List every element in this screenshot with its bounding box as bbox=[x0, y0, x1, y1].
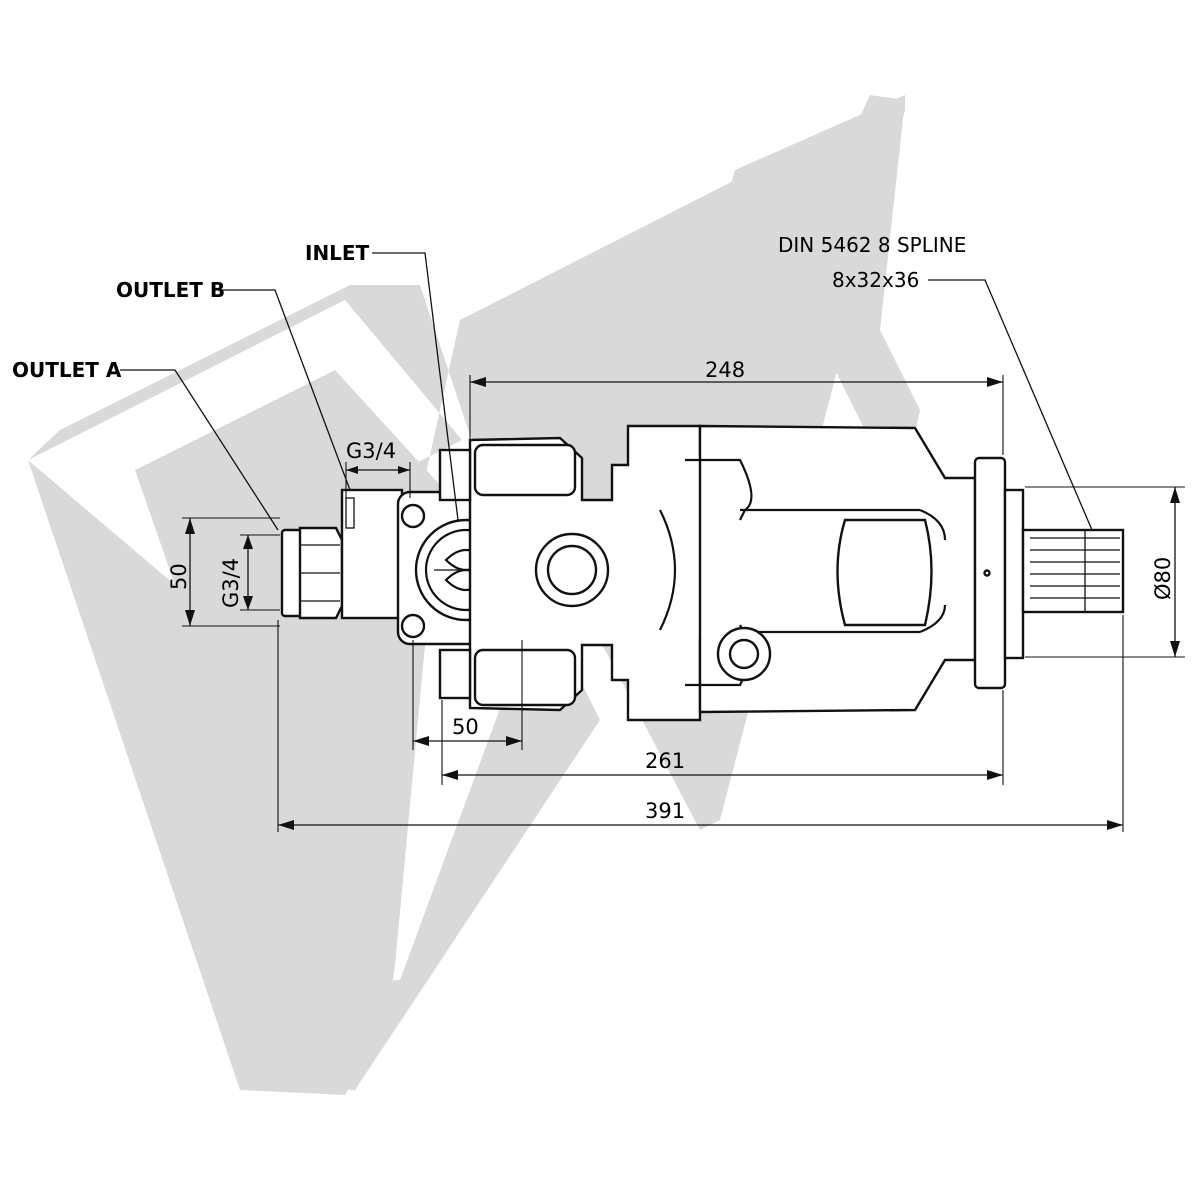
outlet-a-leader bbox=[120, 369, 279, 531]
dim-overall-length: 391 bbox=[645, 799, 685, 823]
dimension-lines bbox=[182, 375, 1185, 832]
pump-body bbox=[280, 424, 1125, 722]
leader-lines bbox=[120, 252, 1093, 531]
callout-labels: OUTLET A OUTLET B INLET DIN 5462 8 SPLIN… bbox=[12, 233, 966, 382]
dim-outlet-height: 50 bbox=[167, 563, 191, 590]
inlet-leader bbox=[372, 252, 459, 521]
dim-body-length: 261 bbox=[645, 749, 685, 773]
spline-label-line1: DIN 5462 8 SPLINE bbox=[778, 233, 966, 257]
outlet-b-label: OUTLET B bbox=[116, 278, 225, 302]
inlet-label: INLET bbox=[305, 241, 370, 265]
dim-shaft-diameter: Ø80 bbox=[1151, 557, 1175, 600]
dimension-values: 248 261 391 50 50 G3/4 G3/4 Ø80 bbox=[167, 358, 1175, 823]
dim-flange-width: 50 bbox=[452, 715, 479, 739]
spline-leader bbox=[928, 279, 1093, 531]
dim-outlet-b-thread: G3/4 bbox=[346, 439, 396, 463]
dim-housing-length: 248 bbox=[705, 358, 745, 382]
outlet-b-leader bbox=[222, 289, 351, 491]
outlet-a-label: OUTLET A bbox=[12, 358, 122, 382]
spline-label-line2: 8x32x36 bbox=[832, 268, 919, 292]
dim-outlet-a-thread: G3/4 bbox=[219, 558, 243, 608]
